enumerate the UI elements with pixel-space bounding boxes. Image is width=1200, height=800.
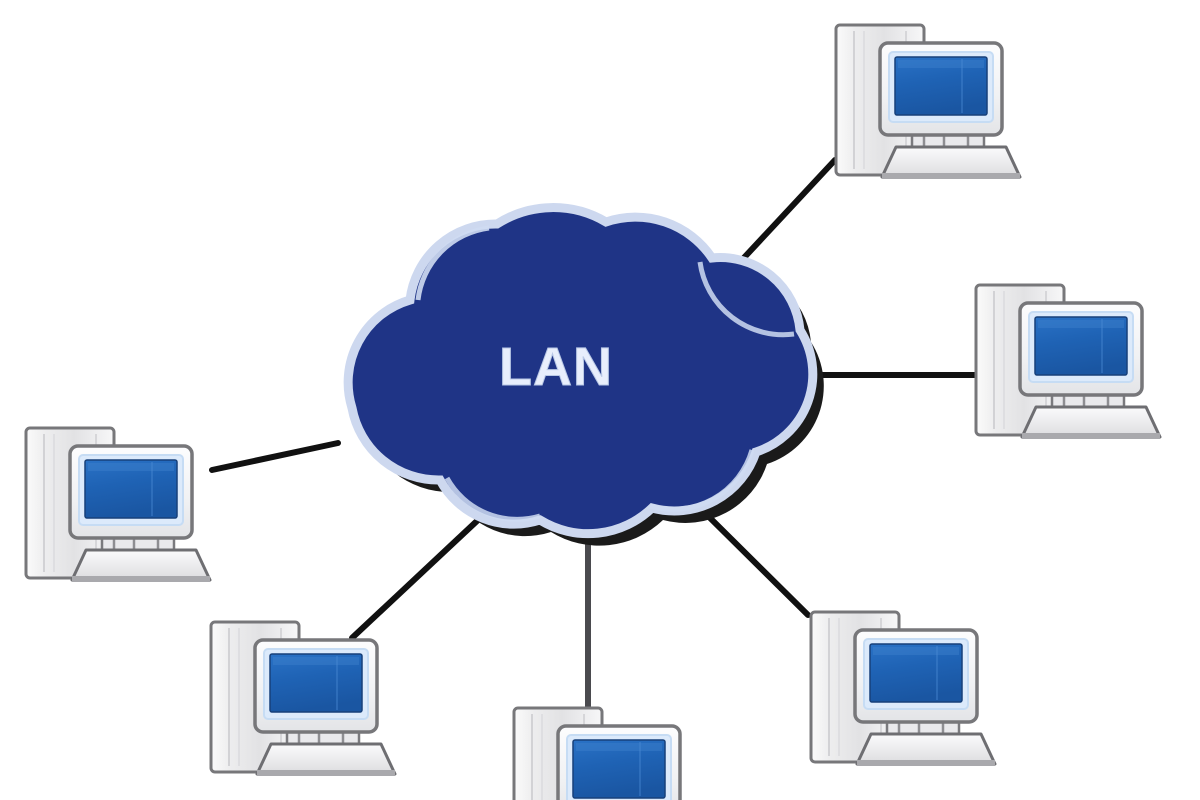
cloud-seam-2-icon [697,261,795,338]
node-pc-right[interactable] [974,283,1162,441]
link-cloud-to-pc-left [209,440,341,473]
node-pc-bottom-right[interactable] [809,610,997,768]
node-pc-bottom-left[interactable] [209,620,397,778]
node-pc-bottom-center[interactable] [512,706,700,800]
link-cloud-to-pc-top-right [737,157,838,265]
link-cloud-to-pc-bottom-left [349,517,481,641]
lan-cloud[interactable]: LAN [343,203,824,546]
cloud-label: LAN [499,337,613,397]
link-cloud-to-pc-bottom-right [697,505,811,618]
node-pc-left[interactable] [24,426,212,584]
cloud-seam-3-icon [444,476,541,522]
connection-lines [209,157,978,725]
cloud-seam-1-icon [415,225,490,301]
cloud-seam-4-icon [649,449,755,512]
cloud-body-icon [343,203,818,539]
node-pc-top-right[interactable] [834,23,1022,181]
